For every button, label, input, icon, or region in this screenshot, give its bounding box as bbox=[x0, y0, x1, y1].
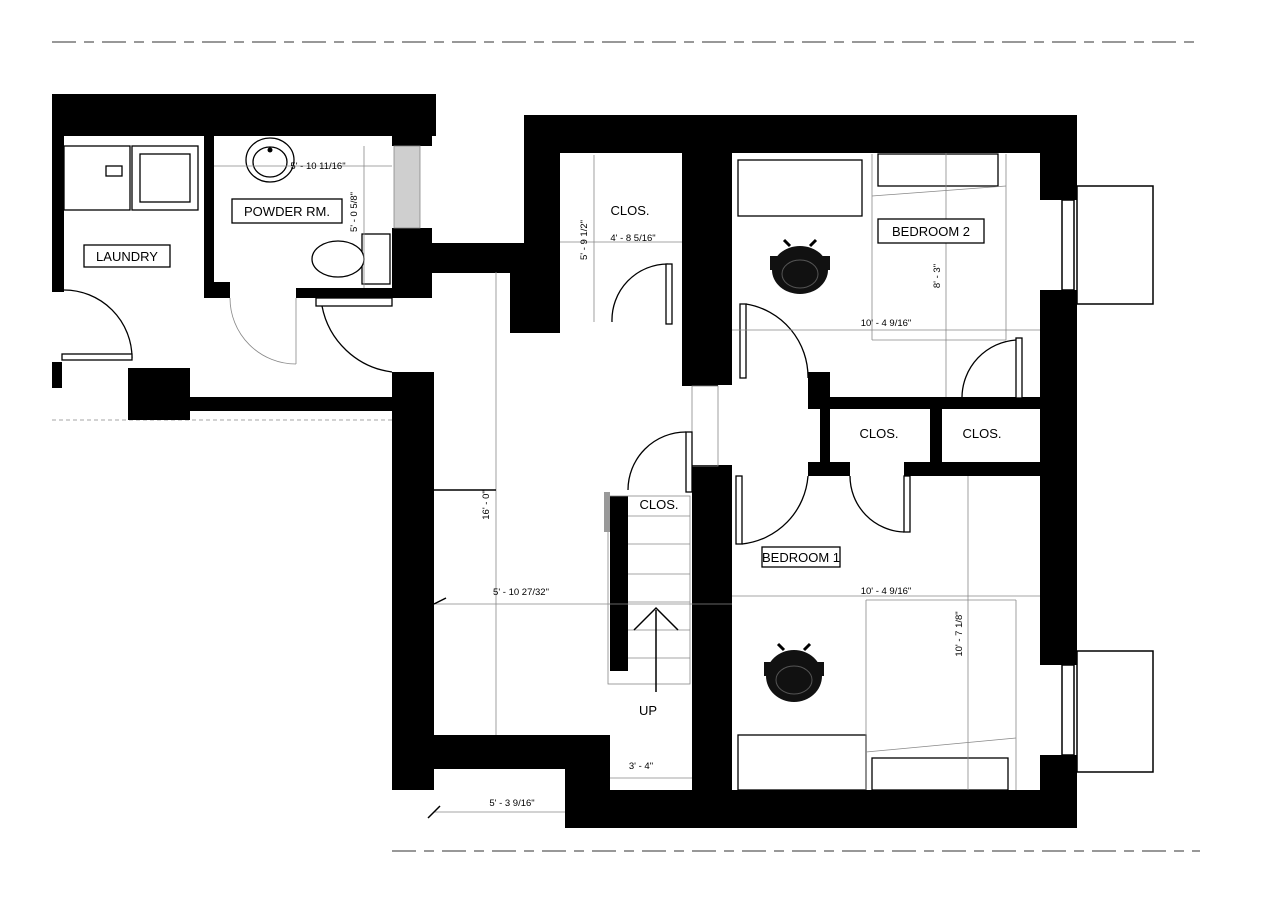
bedroom1-window bbox=[1061, 664, 1075, 756]
office-chair-icon bbox=[764, 642, 824, 702]
dim-closet-width: 4' - 8 5/16" bbox=[610, 233, 655, 244]
dim-stair-width: 3' - 4" bbox=[629, 761, 653, 772]
bedroom2-label: BEDROOM 2 bbox=[892, 224, 970, 239]
toilet-icon bbox=[311, 233, 391, 285]
hall-opening bbox=[691, 385, 719, 467]
powder-label-box bbox=[231, 198, 343, 224]
bedroom2-door bbox=[745, 303, 809, 379]
dim-bedroom2-depth: 8' - 3" bbox=[932, 264, 943, 288]
bedroom2-window bbox=[1061, 199, 1075, 291]
bedroom2-label-box bbox=[877, 218, 985, 244]
office-chair-icon bbox=[770, 238, 830, 294]
dim-bedroom1-width: 10' - 4 9/16" bbox=[861, 586, 912, 597]
powder-window bbox=[393, 145, 421, 229]
closet-entry-label: CLOS. bbox=[610, 203, 649, 218]
bedroom1-label: BEDROOM 1 bbox=[762, 550, 840, 565]
walls bbox=[52, 94, 1077, 828]
stair-closet-door bbox=[627, 431, 687, 491]
dim-entry-width: 5' - 3 9/16" bbox=[489, 798, 534, 809]
bedroom2-window-sill bbox=[1076, 185, 1154, 305]
staircase bbox=[604, 492, 691, 685]
hall-door bbox=[321, 305, 393, 373]
bedroom2-desk bbox=[737, 159, 863, 217]
arrow-up-icon bbox=[633, 606, 679, 692]
laundry-door bbox=[63, 289, 133, 359]
bedroom1-closet-door bbox=[849, 475, 905, 533]
bedroom2-closet-door bbox=[961, 339, 1017, 398]
dim-powder-depth: 5' - 0 5/8" bbox=[349, 192, 360, 232]
bedroom1-pillow bbox=[871, 757, 1009, 791]
powder-label: POWDER RM. bbox=[244, 204, 330, 219]
dim-bedroom1-depth: 10' - 7 1/8" bbox=[954, 611, 965, 656]
bedroom1-door bbox=[741, 475, 809, 545]
bedroom1-window-sill bbox=[1076, 650, 1154, 773]
dim-bedroom2-width: 10' - 4 9/16" bbox=[861, 318, 912, 329]
bedroom1-label-box bbox=[761, 546, 841, 568]
dim-hall-width: 5' - 10 27/32" bbox=[493, 587, 549, 598]
laundry-label: LAUNDRY bbox=[96, 249, 158, 264]
laundry-label-box bbox=[83, 244, 171, 268]
dim-powder-width: 5' - 10 11/16" bbox=[290, 161, 345, 172]
bedroom1-desk bbox=[737, 734, 867, 791]
dim-closet-height: 5' - 9 1/2" bbox=[579, 220, 590, 260]
closet-mid-right-label: CLOS. bbox=[962, 426, 1001, 441]
doors bbox=[61, 263, 1023, 545]
closet-mid-left-label: CLOS. bbox=[859, 426, 898, 441]
stair-up-label: UP bbox=[639, 703, 657, 718]
sink-icon bbox=[245, 137, 295, 183]
dryer bbox=[63, 145, 131, 211]
dim-hall-length: 16' - 0" bbox=[481, 490, 492, 519]
fixtures bbox=[63, 137, 1017, 791]
windows bbox=[393, 145, 1154, 773]
dimension-lines bbox=[214, 146, 1040, 819]
bedroom2-pillow bbox=[877, 153, 999, 187]
closet-door bbox=[611, 263, 669, 323]
closet-stair-label: CLOS. bbox=[639, 497, 678, 512]
